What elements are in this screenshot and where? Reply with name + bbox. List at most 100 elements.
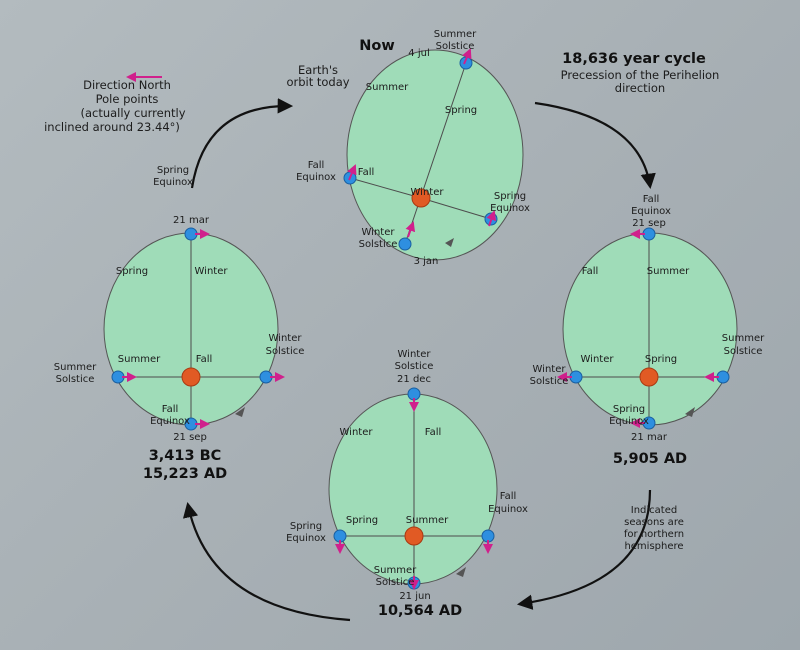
direction-north-line3: (actually currently <box>80 106 185 120</box>
bottom-season-fall: Fall <box>425 427 442 438</box>
note-line1: Indicated <box>631 505 677 516</box>
right-winter-solstice-line2: Solstice <box>530 376 569 387</box>
left-fall-equinox-line2: Equinox <box>150 416 190 427</box>
bottom-winter-solstice-line1: Winter <box>398 349 432 360</box>
now-winter-solstice-line2: Solstice <box>359 239 398 250</box>
sun-right <box>639 367 659 387</box>
right-year: 5,905 AD <box>613 451 687 467</box>
note-line4: hemisphere <box>624 541 683 552</box>
bottom-summer-solstice-line1: Summer <box>374 565 417 576</box>
right-season-winter: Winter <box>581 354 615 365</box>
now-spring-equinox-line2: Equinox <box>490 203 530 214</box>
earth-now-winter-solstice <box>398 237 412 251</box>
now-winter-solstice-line1: Winter <box>362 227 396 238</box>
right-winter-solstice-line1: Winter <box>533 364 567 375</box>
now-date-top: 4 jul <box>408 48 429 59</box>
left-fall-equinox-line1: Fall <box>162 404 179 415</box>
right-season-summer: Summer <box>647 266 690 277</box>
bottom-summer-solstice-line2: Solstice <box>376 577 415 588</box>
right-spring-equinox-line2: Equinox <box>609 416 649 427</box>
now-fall-equinox-line1: Fall <box>308 160 325 171</box>
orbit-now: Summer Solstice 4 jul Summer Spring Fall… <box>296 29 530 267</box>
right-fall-equinox-line2: Equinox <box>631 206 671 217</box>
cycle-subtitle: Precession of the Perihelion <box>561 68 720 82</box>
left-season-summer: Summer <box>118 354 161 365</box>
left-date-bottom: 21 sep <box>173 432 207 443</box>
tilt-arrow-now-2 <box>347 164 357 181</box>
left-season-spring: Spring <box>116 266 148 277</box>
right-date-top: 21 sep <box>632 218 666 229</box>
orbit-right-ellipse <box>562 232 738 426</box>
orbit-now-solstice-axis <box>404 62 467 245</box>
direction-north-line4: inclined around 23.44°) <box>44 120 180 134</box>
bottom-season-spring: Spring <box>346 515 378 526</box>
orbit-right: Fall Equinox 21 sep Fall Summer Summer S… <box>530 194 766 467</box>
now-spring-equinox-line1: Spring <box>494 191 526 202</box>
bottom-spring-equinox-line2: Equinox <box>286 533 326 544</box>
right-spring-equinox-line1: Spring <box>613 404 645 415</box>
now-fall-equinox-line2: Equinox <box>296 172 336 183</box>
orbit-today-line1: Earth's <box>298 63 338 77</box>
orbit-right-direction-arrow <box>685 407 695 417</box>
left-spring-equinox-line2: Equinox <box>153 177 193 188</box>
direction-north-line2: Pole points <box>96 92 159 106</box>
now-season-summer: Summer <box>366 82 409 93</box>
cycle-arrow-top-left <box>190 98 294 189</box>
left-summer-solstice-line1: Summer <box>54 362 97 373</box>
left-year-1: 3,413 BC <box>149 448 222 464</box>
left-year-2: 15,223 AD <box>143 466 227 482</box>
orbit-bottom-direction-arrow <box>456 567 466 577</box>
bottom-fall-equinox-line2: Equinox <box>488 504 528 515</box>
cycle-title: 18,636 year cycle <box>562 51 706 67</box>
left-winter-solstice-line1: Winter <box>269 333 303 344</box>
orbit-now-fall-line <box>349 177 422 199</box>
orbit-now-spring-line <box>420 197 492 220</box>
orbit-bottom: Winter Solstice 21 dec Winter Fall Fall … <box>286 349 528 619</box>
left-spring-equinox-line1: Spring <box>157 165 189 176</box>
right-summer-solstice-line2: Solstice <box>724 346 763 357</box>
left-winter-solstice-line2: Solstice <box>266 346 305 357</box>
cycle-arrow-bottom-right <box>516 489 652 610</box>
orbit-today-line2: orbit today <box>286 75 349 89</box>
orbit-now-direction-arrow <box>445 238 454 247</box>
orbit-left: 21 mar Spring Winter Winter Solstice Sum… <box>54 215 305 482</box>
left-season-winter: Winter <box>195 266 229 277</box>
note-line2: seasons are <box>624 517 684 528</box>
sun-now <box>411 188 431 208</box>
right-date-bottom: 21 mar <box>631 432 668 443</box>
bottom-year: 10,564 AD <box>378 603 462 619</box>
tilt-arrow-now-1 <box>462 48 472 65</box>
right-summer-solstice-line1: Summer <box>722 333 765 344</box>
bottom-spring-equinox-line1: Spring <box>290 521 322 532</box>
left-season-fall: Fall <box>196 354 213 365</box>
left-date-top: 21 mar <box>173 215 210 226</box>
orbit-bottom-ellipse <box>328 393 498 585</box>
tilt-arrow-now-4 <box>405 221 416 238</box>
now-summer-solstice-line2: Solstice <box>436 41 475 52</box>
sun-bottom <box>404 526 424 546</box>
now-season-winter: Winter <box>411 187 445 198</box>
bottom-season-winter: Winter <box>340 427 374 438</box>
bottom-season-summer: Summer <box>406 515 449 526</box>
now-summer-solstice-line1: Summer <box>434 29 477 40</box>
right-season-fall: Fall <box>582 266 599 277</box>
cycle-arrow-top-right <box>534 101 656 190</box>
right-season-spring: Spring <box>645 354 677 365</box>
cycle-subtitle-2: direction <box>615 81 665 95</box>
tilt-arrow-now-3 <box>486 210 497 227</box>
bottom-winter-solstice-line2: Solstice <box>395 361 434 372</box>
bottom-fall-equinox-line1: Fall <box>500 491 517 502</box>
direction-north-line1: Direction North <box>83 78 171 92</box>
sun-left <box>181 367 201 387</box>
right-fall-equinox-line1: Fall <box>643 194 660 205</box>
orbit-left-direction-arrow <box>235 407 245 417</box>
cycle-arrow-bottom-left <box>182 501 351 622</box>
now-season-spring: Spring <box>445 105 477 116</box>
left-summer-solstice-line2: Solstice <box>56 374 95 385</box>
now-title: Now <box>359 38 395 54</box>
now-season-fall: Fall <box>358 167 375 178</box>
bottom-date-bottom: 21 jun <box>399 591 430 602</box>
note-line3: for northern <box>624 529 684 540</box>
